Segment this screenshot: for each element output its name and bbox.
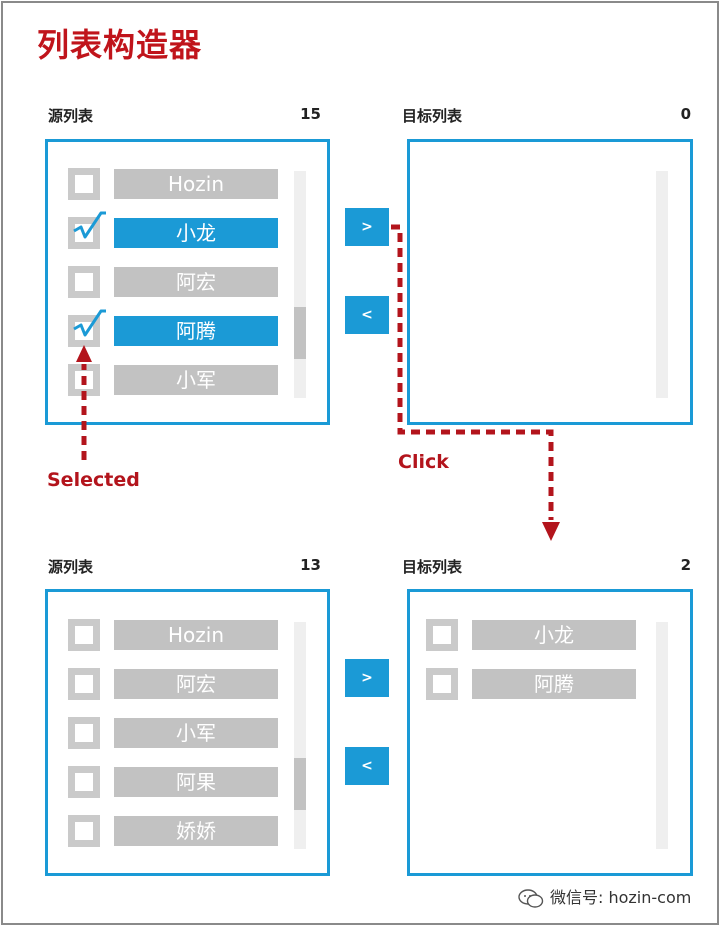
click-label: Click	[398, 451, 449, 473]
bottom-target-panel: 小龙 阿腾	[407, 589, 693, 876]
check-icon	[73, 211, 106, 239]
top-target-title: 目标列表	[402, 107, 463, 125]
item-label[interactable]: 阿宏	[114, 267, 278, 297]
item-label[interactable]: 小龙	[472, 620, 636, 650]
item-label-selected[interactable]: 小龙	[114, 218, 278, 248]
item-label[interactable]: 小军	[114, 365, 278, 395]
scrollbar-thumb[interactable]	[294, 307, 306, 359]
click-arrow-line	[391, 224, 554, 520]
top-source-count: 15	[300, 105, 321, 123]
scrollbar[interactable]	[656, 171, 668, 398]
move-right-button[interactable]: >	[345, 208, 389, 246]
checkbox[interactable]	[426, 619, 458, 651]
item-label[interactable]: 小军	[114, 718, 278, 748]
item-label[interactable]: Hozin	[114, 169, 278, 199]
bottom-source-panel: Hozin 阿宏 小军 阿果 娇娇	[45, 589, 330, 876]
click-arrow-head	[542, 522, 560, 541]
bottom-source-count: 13	[300, 556, 321, 574]
item-label[interactable]: 阿宏	[114, 669, 278, 699]
bottom-target-title: 目标列表	[402, 558, 463, 576]
checkbox[interactable]	[68, 266, 100, 298]
checkbox[interactable]	[68, 619, 100, 651]
move-left-button[interactable]: <	[345, 747, 389, 785]
watermark-text: 微信号: hozin-com	[550, 888, 692, 907]
checkbox[interactable]	[426, 668, 458, 700]
scrollbar[interactable]	[294, 622, 306, 849]
scrollbar-thumb[interactable]	[294, 758, 306, 810]
bottom-target-count: 2	[680, 556, 691, 574]
check-icon	[73, 309, 106, 337]
selected-label: Selected	[47, 469, 140, 491]
top-source-title: 源列表	[48, 107, 94, 125]
selected-arrow-head	[76, 345, 92, 362]
item-label-selected[interactable]: 阿腾	[114, 316, 278, 346]
top-source-panel: Hozin 小龙 阿宏 阿腾 小军	[45, 139, 330, 425]
top-target-count: 0	[680, 105, 691, 123]
item-label[interactable]: 娇娇	[114, 816, 278, 846]
bottom-source-title: 源列表	[48, 558, 94, 576]
checkbox[interactable]	[68, 766, 100, 798]
top-target-panel	[407, 139, 693, 425]
item-label[interactable]: 阿果	[114, 767, 278, 797]
checkbox[interactable]	[68, 815, 100, 847]
item-label[interactable]: Hozin	[114, 620, 278, 650]
checkbox[interactable]	[68, 168, 100, 200]
checkbox[interactable]	[68, 717, 100, 749]
checkbox[interactable]	[68, 668, 100, 700]
scrollbar[interactable]	[294, 171, 306, 398]
watermark: 微信号: hozin-com	[518, 884, 691, 909]
item-label[interactable]: 阿腾	[472, 669, 636, 699]
move-right-button[interactable]: >	[345, 659, 389, 697]
move-left-button[interactable]: <	[345, 296, 389, 334]
wechat-icon	[518, 888, 544, 908]
scrollbar[interactable]	[656, 622, 668, 849]
page-title: 列表构造器	[37, 26, 203, 64]
